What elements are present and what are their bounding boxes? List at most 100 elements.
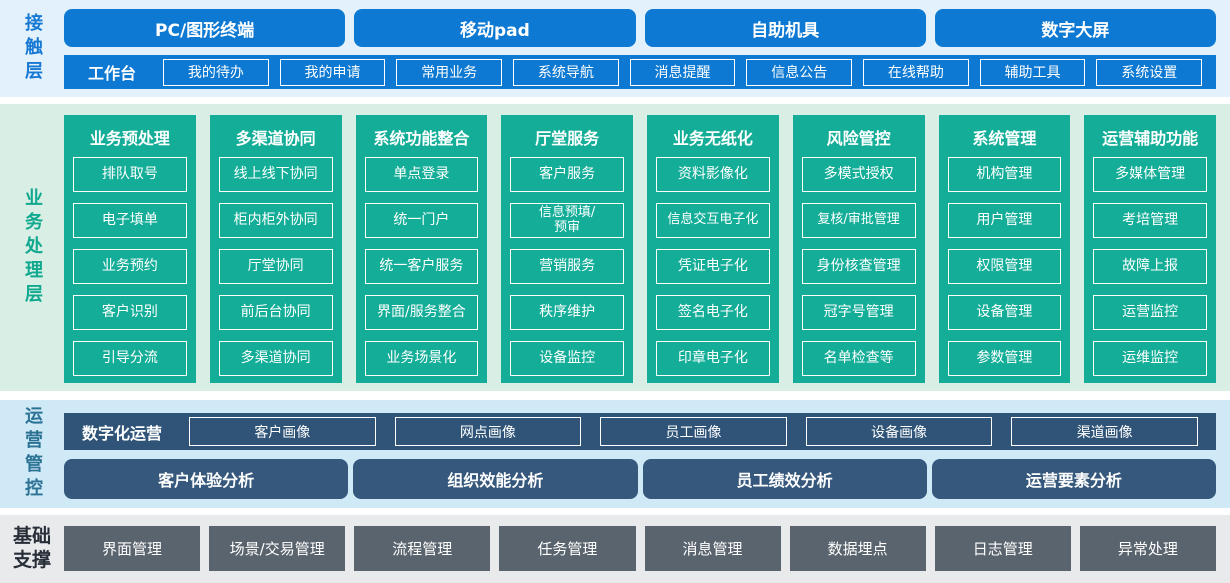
business-column: 业务预处理 排队取号 电子填单 业务预约 客户识别 引导分流 <box>64 115 196 383</box>
digital-ops-item: 客户画像 <box>189 417 376 446</box>
channel-box: 自助机具 <box>644 9 926 47</box>
business-column-title: 运营辅助功能 <box>1102 129 1199 148</box>
business-column: 多渠道协同 线上线下协同 柜内柜外协同 厅堂协同 前后台协同 多渠道协同 <box>209 115 342 383</box>
business-item: 权限管理 <box>947 249 1062 284</box>
workbench-item: 我的申请 <box>279 58 386 86</box>
business-item: 业务预约 <box>73 249 187 284</box>
business-item: 业务场景化 <box>364 341 479 376</box>
layer-gap <box>0 391 1230 400</box>
business-item: 设备管理 <box>947 295 1062 330</box>
foundation-item: 任务管理 <box>499 526 636 571</box>
digital-ops-bar: 数字化运营 客户画像 网点画像 员工画像 设备画像 渠道画像 <box>64 413 1216 450</box>
foundation-item: 消息管理 <box>644 526 781 571</box>
digital-ops-item: 设备画像 <box>805 417 993 446</box>
business-column-items: 多媒体管理 考培管理 故障上报 运营监控 运维监控 <box>1093 157 1207 376</box>
business-column-title: 风险管控 <box>826 129 891 148</box>
layer-gap <box>0 508 1230 515</box>
business-item: 厅堂协同 <box>218 249 333 284</box>
analysis-box: 运营要素分析 <box>931 459 1216 499</box>
channel-row: PC/图形终端 移动pad 自助机具 数字大屏 <box>64 9 1216 47</box>
business-layer-label: 业务处理层 <box>22 187 43 308</box>
business-item: 单点登录 <box>364 157 479 192</box>
operations-layer: 运营管控 数字化运营 客户画像 网点画像 员工画像 设备画像 渠道画像 客户体验… <box>0 400 1230 508</box>
business-column-title: 厅堂服务 <box>535 129 600 148</box>
business-column-items: 多模式授权 复核/审批管理 身份核查管理 冠字号管理 名单检查等 <box>801 157 916 376</box>
business-column-items: 单点登录 统一门户 统一客户服务 界面/服务整合 业务场景化 <box>364 157 479 376</box>
business-column: 业务无纸化 资料影像化 信息交互电子化 凭证电子化 签名电子化 印章电子化 <box>647 115 779 383</box>
business-column-title: 系统功能整合 <box>373 129 470 148</box>
digital-ops-label: 数字化运营 <box>82 423 163 443</box>
business-item: 引导分流 <box>73 341 187 376</box>
business-item: 统一门户 <box>364 203 479 238</box>
business-item: 多模式授权 <box>801 157 916 192</box>
business-item: 多渠道协同 <box>218 341 333 376</box>
workbench-item: 我的待办 <box>163 58 269 86</box>
digital-ops-item: 员工画像 <box>600 417 787 446</box>
foundation-layer-label: 基础支撑 <box>12 525 51 571</box>
workbench-item: 常用业务 <box>396 58 503 86</box>
business-column-title: 多渠道协同 <box>235 129 316 148</box>
foundation-layer: 基础支撑 界面管理 场景/交易管理 流程管理 任务管理 消息管理 数据埋点 日志… <box>0 515 1230 583</box>
business-item: 客户识别 <box>73 295 187 330</box>
business-column-items: 资料影像化 信息交互电子化 凭证电子化 签名电子化 印章电子化 <box>656 157 770 376</box>
contact-layer: 接触层 PC/图形终端 移动pad 自助机具 数字大屏 工作台 我的待办 我的申… <box>0 0 1230 97</box>
business-item: 机构管理 <box>947 157 1062 192</box>
foundation-layer-content: 界面管理 场景/交易管理 流程管理 任务管理 消息管理 数据埋点 日志管理 异常… <box>64 515 1230 583</box>
operations-layer-label-col: 运营管控 <box>0 400 64 508</box>
business-column: 系统管理 机构管理 用户管理 权限管理 设备管理 参数管理 <box>938 115 1071 383</box>
business-layer-content: 业务预处理 排队取号 电子填单 业务预约 客户识别 引导分流 多渠道协同 线上线… <box>64 104 1230 391</box>
foundation-item: 异常处理 <box>1079 526 1216 571</box>
workbench-item: 辅助工具 <box>979 58 1086 86</box>
business-column: 厅堂服务 客户服务 信息预填/ 预审 营销服务 秩序维护 设备监控 <box>501 115 633 383</box>
business-item: 柜内柜外协同 <box>218 203 333 238</box>
foundation-item: 日志管理 <box>934 526 1071 571</box>
business-item: 冠字号管理 <box>801 295 916 330</box>
business-item: 故障上报 <box>1093 249 1207 284</box>
business-item: 凭证电子化 <box>656 249 770 284</box>
digital-ops-item: 网点画像 <box>394 417 582 446</box>
business-item: 电子填单 <box>73 203 187 238</box>
business-column-title: 业务预处理 <box>89 129 170 148</box>
foundation-item: 流程管理 <box>354 526 491 571</box>
business-item: 运维监控 <box>1093 341 1207 376</box>
workbench-label: 工作台 <box>88 64 137 83</box>
workbench-item: 消息提醒 <box>629 58 736 86</box>
workbench-item: 信息公告 <box>746 58 853 86</box>
business-item: 参数管理 <box>947 341 1062 376</box>
business-column: 运营辅助功能 多媒体管理 考培管理 故障上报 运营监控 运维监控 <box>1084 115 1216 383</box>
operations-layer-label: 运营管控 <box>22 406 43 502</box>
business-column-items: 客户服务 信息预填/ 预审 营销服务 秩序维护 设备监控 <box>510 157 624 376</box>
foundation-item: 场景/交易管理 <box>209 526 346 571</box>
workbench-item: 系统导航 <box>513 58 619 86</box>
workbench-bar: 工作台 我的待办 我的申请 常用业务 系统导航 消息提醒 信息公告 在线帮助 辅… <box>64 55 1216 89</box>
foundation-item: 界面管理 <box>64 526 201 571</box>
business-item: 营销服务 <box>510 249 624 284</box>
business-item: 信息交互电子化 <box>656 203 770 238</box>
business-item: 客户服务 <box>510 157 624 192</box>
business-layer: 业务处理层 业务预处理 排队取号 电子填单 业务预约 客户识别 引导分流 多渠道… <box>0 104 1230 391</box>
foundation-layer-label-col: 基础支撑 <box>0 515 64 583</box>
business-column-items: 线上线下协同 柜内柜外协同 厅堂协同 前后台协同 多渠道协同 <box>218 157 333 376</box>
business-item: 资料影像化 <box>656 157 770 192</box>
channel-box: 数字大屏 <box>934 9 1216 47</box>
business-item: 统一客户服务 <box>364 249 479 284</box>
contact-layer-label: 接触层 <box>22 12 43 85</box>
contact-layer-label-col: 接触层 <box>0 0 64 97</box>
analysis-box: 员工绩效分析 <box>642 459 927 499</box>
business-column-title: 业务无纸化 <box>672 129 753 148</box>
business-item: 前后台协同 <box>218 295 333 330</box>
foundation-item: 数据埋点 <box>789 526 926 571</box>
workbench-item: 在线帮助 <box>863 58 969 86</box>
business-item: 身份核查管理 <box>801 249 916 284</box>
channel-box: PC/图形终端 <box>64 9 346 47</box>
workbench-item: 系统设置 <box>1096 58 1203 86</box>
channel-box: 移动pad <box>354 9 636 47</box>
business-item: 签名电子化 <box>656 295 770 330</box>
business-item: 名单检查等 <box>801 341 916 376</box>
business-item: 线上线下协同 <box>218 157 333 192</box>
business-column: 系统功能整合 单点登录 统一门户 统一客户服务 界面/服务整合 业务场景化 <box>355 115 488 383</box>
business-item: 考培管理 <box>1093 203 1207 238</box>
business-item: 运营监控 <box>1093 295 1207 330</box>
business-item: 界面/服务整合 <box>364 295 479 330</box>
business-item: 排队取号 <box>73 157 187 192</box>
